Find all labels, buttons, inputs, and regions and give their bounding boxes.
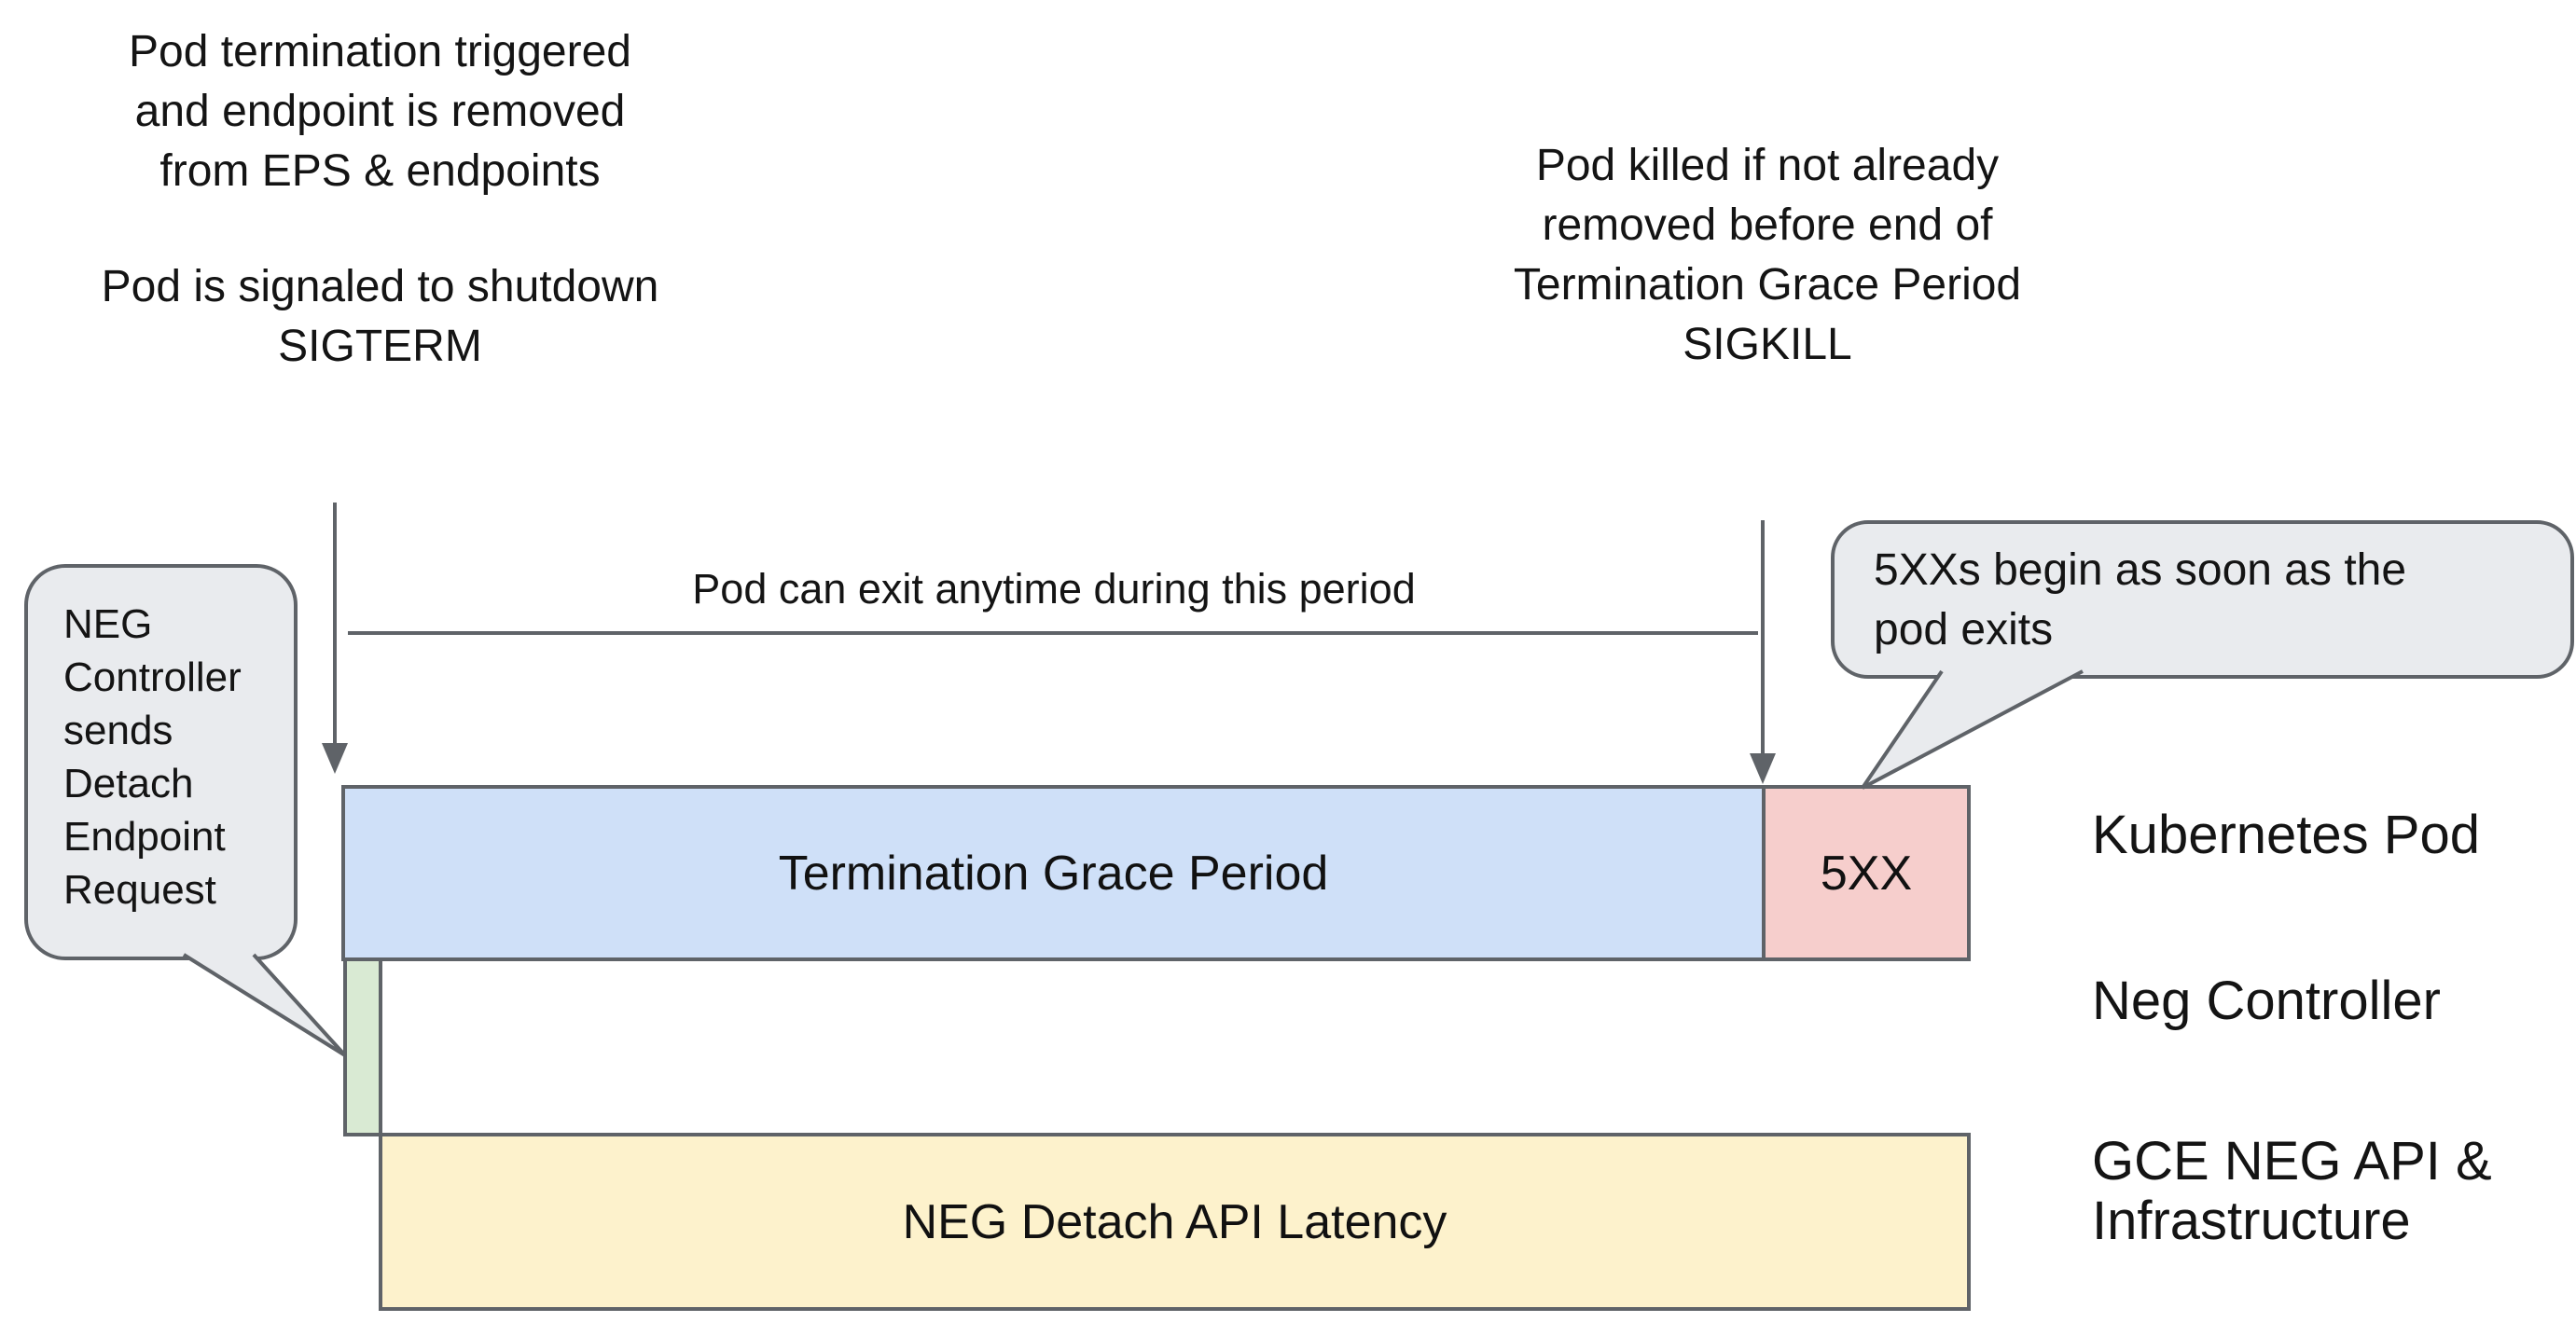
sigkill-event-arrowhead — [1750, 753, 1776, 784]
lane-label-line: Infrastructure — [2092, 1191, 2411, 1251]
callout-line: Request — [63, 867, 216, 913]
annotation-line: Pod is signaled to shutdown — [101, 262, 659, 311]
annotation-line: from EPS & endpoints — [159, 146, 601, 196]
neg-controller-callout: NEG Controller sends Detach Endpoint Req… — [24, 564, 298, 960]
sigterm-event-arrowhead — [322, 743, 348, 774]
fivexx-callout-tail — [1861, 669, 2084, 790]
exit-period-label: Pod can exit anytime during this period — [692, 565, 1416, 613]
neg-detach-api-latency-bar: NEG Detach API Latency — [379, 1133, 1971, 1311]
callout-line: Endpoint — [63, 814, 226, 860]
callout-line: Controller — [63, 654, 242, 700]
callout-line: NEG — [63, 601, 153, 647]
termination-grace-period-bar: Termination Grace Period — [341, 785, 1766, 961]
pod-killed-annotation: Pod killed if not already removed before… — [1441, 136, 2094, 375]
pod-termination-annotation: Pod termination triggered and endpoint i… — [51, 22, 709, 377]
annotation-line: removed before end of — [1542, 200, 1993, 250]
annotation-line: Termination Grace Period — [1513, 260, 2022, 310]
fivexx-bar-label: 5XX — [1820, 846, 1913, 901]
lane-label-line: GCE NEG API & — [2092, 1131, 2492, 1191]
callout-line: Detach — [63, 761, 194, 806]
callout-line: sends — [63, 708, 173, 753]
fivexx-bar: 5XX — [1762, 785, 1971, 961]
neg-controller-callout-tail — [182, 953, 347, 1057]
lane-label-gce-neg-api: GCE NEG API & Infrastructure — [2092, 1132, 2492, 1251]
neg-detach-request-bar — [343, 957, 382, 1136]
lane-label-line: Neg Controller — [2092, 971, 2441, 1031]
annotation-line: SIGTERM — [278, 322, 482, 371]
callout-line: pod exits — [1874, 605, 2054, 654]
callout-line: 5XXs begin as soon as the — [1874, 545, 2407, 595]
annotation-line: and endpoint is removed — [134, 87, 626, 136]
annotation-line: Pod killed if not already — [1535, 141, 2000, 190]
fivexx-callout: 5XXs begin as soon as the pod exits — [1831, 520, 2574, 679]
termination-grace-period-bar-label: Termination Grace Period — [778, 846, 1329, 901]
lane-label-neg-controller: Neg Controller — [2092, 971, 2441, 1031]
lane-label-line: Kubernetes Pod — [2092, 805, 2480, 865]
annotation-line: SIGKILL — [1683, 320, 1852, 369]
spacer — [51, 201, 709, 257]
neg-detach-api-latency-bar-label: NEG Detach API Latency — [902, 1194, 1447, 1249]
annotation-line: Pod termination triggered — [129, 27, 631, 76]
lane-label-kubernetes-pod: Kubernetes Pod — [2092, 806, 2480, 865]
